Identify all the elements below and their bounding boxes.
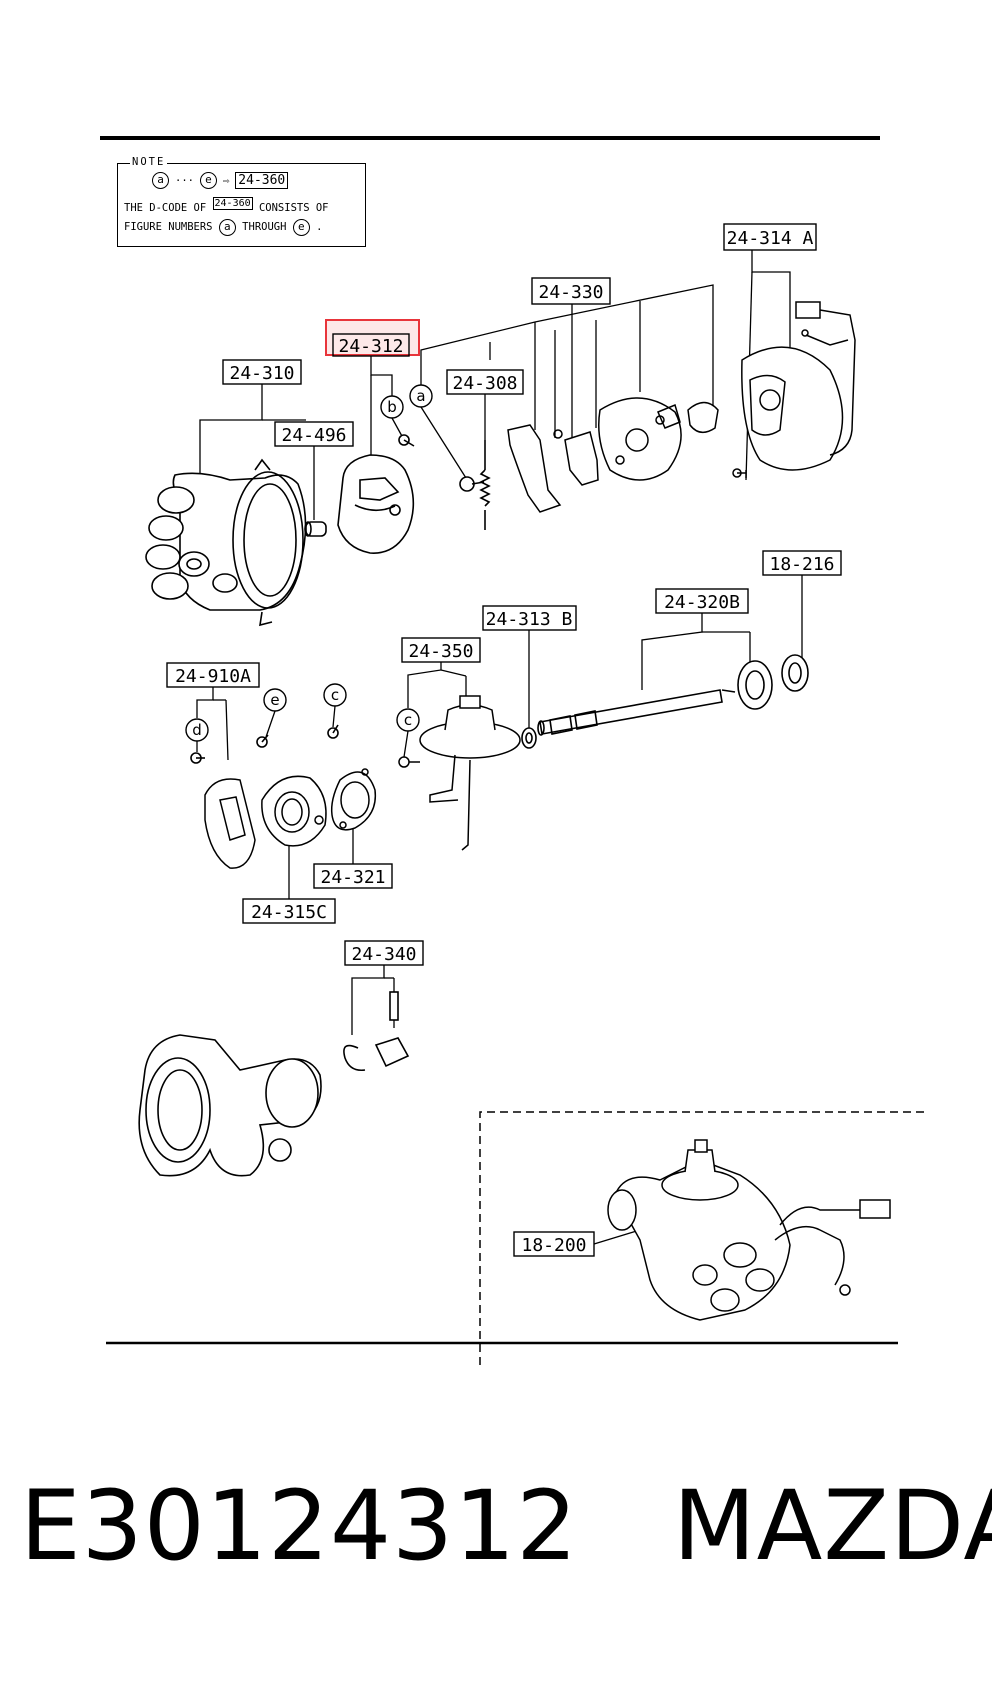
part-number: E30124312: [20, 1470, 579, 1582]
shaft-bearing-drawing: [737, 660, 773, 710]
note-dots: ···: [175, 174, 194, 187]
label-24-350[interactable]: 24-350: [401, 637, 481, 663]
svg-text:24-312: 24-312: [338, 336, 403, 357]
svg-text:e: e: [270, 691, 279, 709]
svg-text:c: c: [331, 686, 339, 704]
rotor-drawing: [337, 454, 415, 554]
callout-b: b: [380, 395, 404, 419]
note-text-consists: CONSISTS OF: [258, 202, 329, 214]
governor-weights-drawing: [507, 397, 719, 513]
svg-text:24-314 A: 24-314 A: [727, 228, 814, 249]
inset-frame: [479, 1111, 924, 1370]
callout-c-upper: c: [323, 683, 347, 707]
note-callout-a: a: [152, 172, 169, 189]
o-ring-drawing: [521, 727, 537, 749]
label-24-340[interactable]: 24-340: [344, 940, 424, 966]
note-row-figures: FIGURE NUMBERS a THROUGH e .: [124, 219, 322, 236]
svg-text:24-308: 24-308: [452, 373, 517, 394]
label-24-315C[interactable]: 24-315C: [242, 898, 336, 924]
igniter-drawing: [204, 778, 256, 869]
assembled-distributor-drawing: [607, 1139, 891, 1321]
screw-b-drawing: [398, 434, 415, 447]
svg-text:24-320B: 24-320B: [664, 592, 740, 613]
svg-text:24-496: 24-496: [281, 425, 346, 446]
svg-text:18-200: 18-200: [521, 1235, 586, 1256]
vacuum-advance-drawing: [398, 695, 521, 851]
label-24-496[interactable]: 24-496: [274, 421, 354, 447]
brand-name: MAZDA: [672, 1470, 992, 1582]
screw-e-drawing: [256, 734, 269, 748]
distributor-housing-drawing: [138, 1034, 322, 1177]
callout-d: d: [185, 718, 209, 742]
note-title: NOTE: [130, 156, 168, 168]
label-18-216[interactable]: 18-216: [762, 550, 842, 576]
svg-text:24-340: 24-340: [351, 944, 416, 965]
note-box: NOTE a ··· e ⇨ 24-360 THE D-CODE OF 24-3…: [117, 156, 366, 247]
label-24-314A[interactable]: 24-314 A: [723, 223, 817, 251]
note-code-box[interactable]: 24-360: [235, 172, 289, 189]
svg-text:24-315C: 24-315C: [251, 902, 327, 923]
label-24-330[interactable]: 24-330: [531, 277, 611, 305]
svg-text:24-313 B: 24-313 B: [486, 609, 573, 630]
svg-text:c: c: [404, 711, 412, 729]
note-text-through: THROUGH: [242, 221, 287, 233]
svg-text:24-330: 24-330: [538, 282, 603, 303]
screw-a-drawing: [459, 476, 485, 492]
bearing-drawing: [781, 654, 809, 692]
label-24-910A[interactable]: 24-910A: [166, 662, 260, 688]
callout-c-lower: c: [396, 708, 420, 732]
carbon-point-drawing: [304, 521, 327, 537]
gasket-drawing: [330, 768, 377, 831]
note-code-small[interactable]: 24-360: [212, 197, 253, 210]
svg-text:d: d: [192, 721, 202, 739]
label-24-308[interactable]: 24-308: [446, 369, 524, 395]
note-text-figures: FIGURE NUMBERS: [124, 221, 213, 233]
label-24-321[interactable]: 24-321: [313, 863, 393, 889]
note-text-dcode: THE D-CODE OF: [124, 202, 207, 214]
distributor-cap-drawing: [145, 458, 307, 627]
svg-text:18-216: 18-216: [769, 554, 834, 575]
arrow-right-icon: ⇨: [222, 174, 230, 187]
svg-text:a: a: [416, 387, 425, 405]
callout-a: a: [409, 384, 433, 408]
svg-text:b: b: [387, 398, 397, 416]
note-row-range: a ··· e ⇨ 24-360: [152, 172, 289, 189]
label-24-312-highlighted[interactable]: 24-312: [325, 319, 420, 357]
clip-and-pin-drawing: [343, 991, 410, 1072]
note-callout-e2: e: [292, 219, 310, 236]
screw-d-drawing: [190, 752, 205, 764]
label-24-320B[interactable]: 24-320B: [655, 588, 749, 614]
label-24-310[interactable]: 24-310: [222, 359, 302, 385]
svg-text:24-321: 24-321: [320, 867, 385, 888]
screw-c-upper-drawing: [327, 724, 339, 739]
svg-text:24-910A: 24-910A: [175, 666, 251, 687]
governor-spring-drawing: [479, 440, 491, 530]
note-callout-e: e: [199, 172, 217, 189]
stator-drawing: [261, 775, 327, 847]
svg-text:24-350: 24-350: [408, 641, 473, 662]
note-callout-a2: a: [218, 219, 236, 236]
drive-shaft-drawing: [537, 689, 736, 736]
label-18-200[interactable]: 18-200: [513, 1231, 595, 1257]
part-caption: E30124312 MAZDA: [20, 1470, 992, 1582]
pickup-coil-drawing: [732, 301, 856, 478]
label-24-313B[interactable]: 24-313 B: [482, 605, 577, 631]
note-period: .: [316, 221, 323, 233]
svg-text:24-310: 24-310: [229, 363, 294, 384]
callout-e: e: [263, 688, 287, 712]
note-row-dcode: THE D-CODE OF 24-360 CONSISTS OF: [124, 197, 329, 214]
